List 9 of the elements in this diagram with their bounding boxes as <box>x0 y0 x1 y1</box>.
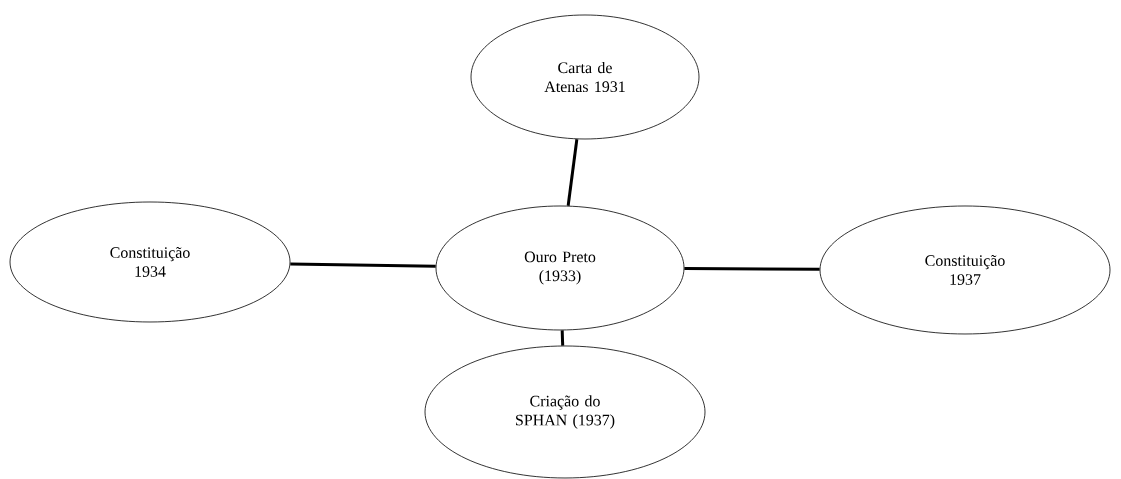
ellipse-node: Criação do SPHAN (1937) <box>424 345 706 479</box>
ellipse-node: Carta de Atenas 1931 <box>470 14 700 140</box>
connector-line <box>290 262 436 268</box>
connector-line <box>566 139 579 206</box>
connector-line <box>560 330 565 346</box>
ellipse-node: Constituição 1937 <box>819 205 1111 335</box>
ellipse-node: Ouro Preto (1933) <box>435 205 685 331</box>
connector-line <box>684 267 820 271</box>
ellipse-node: Constituição 1934 <box>9 201 291 323</box>
